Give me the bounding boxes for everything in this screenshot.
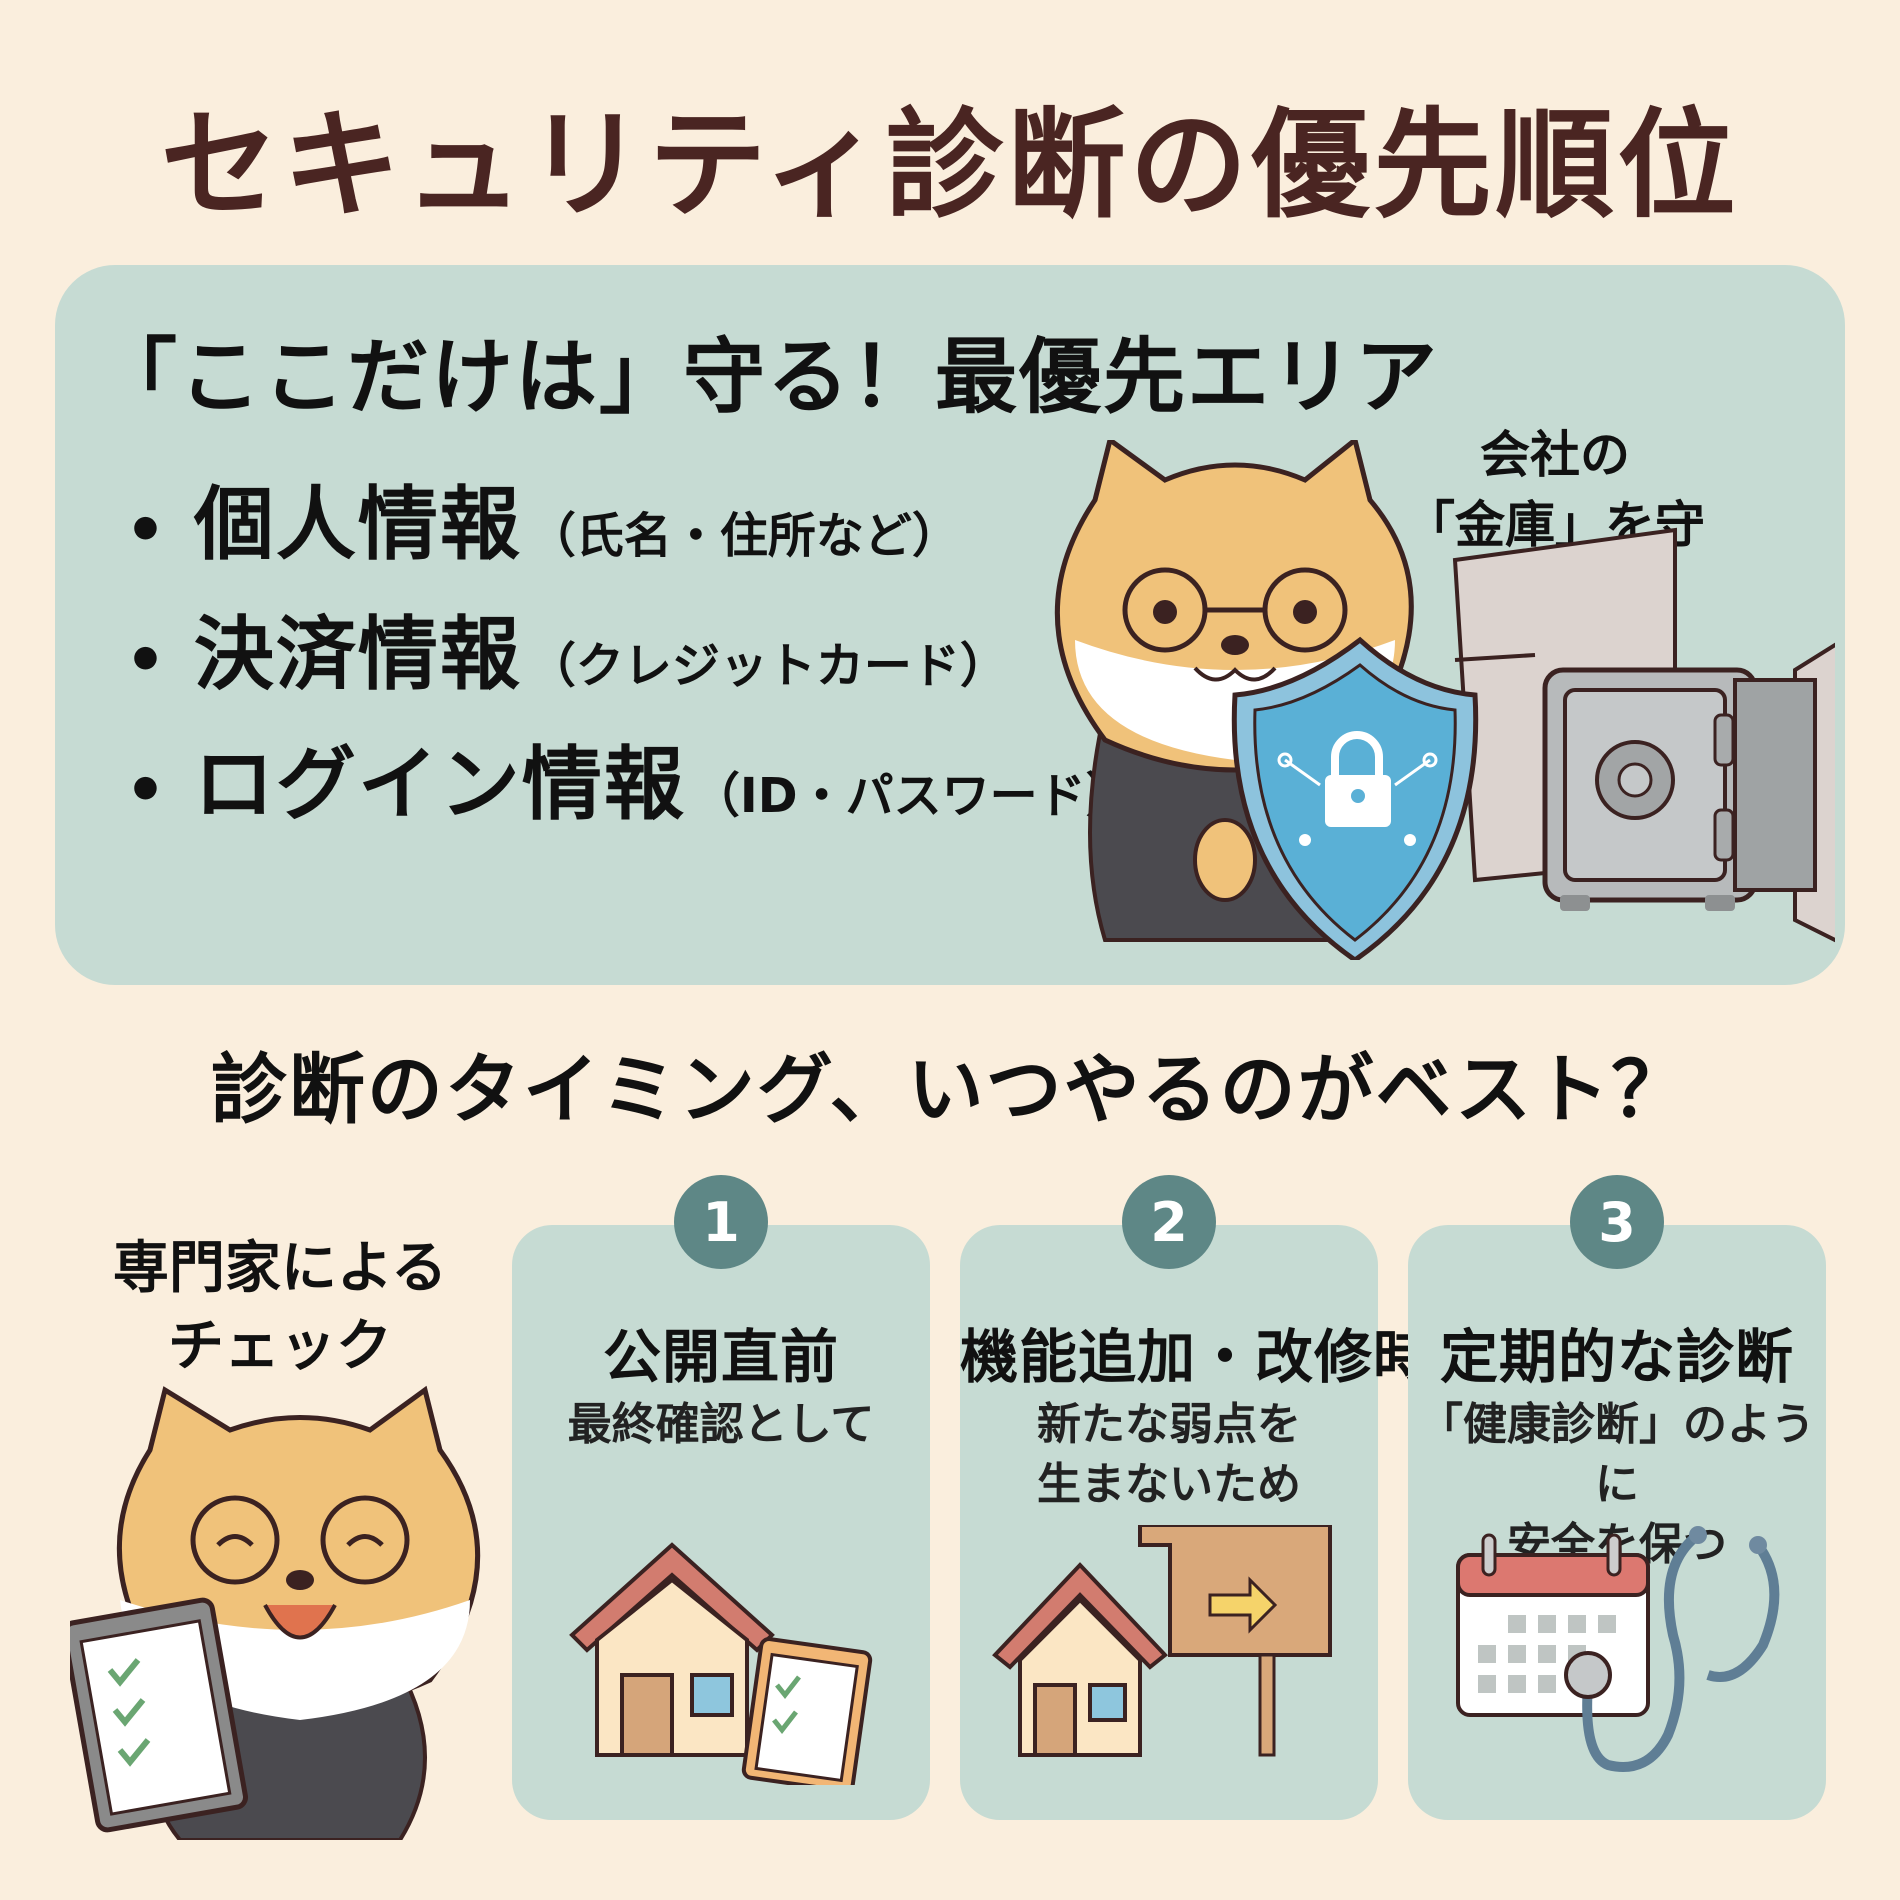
list-item: • 個人情報 （氏名・住所など） [125, 460, 1134, 590]
timing-card-1: 1 公開直前 最終確認として [512, 1175, 930, 1820]
house-extension-icon [992, 1525, 1332, 1757]
card-description-line2: 生まないため [1037, 1459, 1301, 1510]
mascot-shield-safe-illustration [1054, 440, 1835, 960]
item-label: 決済情報 [193, 608, 522, 701]
item-note: （クレジットカード） [527, 638, 1008, 694]
list-item: • ログイン情報 （ID・パスワード） [125, 720, 1134, 850]
house-clipboard-icon [569, 1542, 873, 1785]
item-note: （ID・パスワード） [691, 768, 1134, 824]
step-number-badge: 2 [1122, 1175, 1216, 1269]
expert-caption-line2: チェック [168, 1314, 392, 1379]
card-description: 新たな弱点を 生まないため [960, 1395, 1378, 1515]
shield-lock-icon [1231, 636, 1479, 960]
priority-heading: 「ここだけは」守る！最優先エリア [95, 330, 1440, 425]
card-description: 最終確認として [512, 1395, 930, 1455]
card-title: 公開直前 [602, 1323, 839, 1391]
card-description-line1: 新たな弱点を [1037, 1399, 1301, 1450]
mascot-clipboard-illustration [70, 1385, 481, 1840]
item-note: （氏名・住所など） [527, 508, 960, 564]
expert-caption: 専門家による チェック [90, 1230, 470, 1386]
item-label: ログイン情報 [193, 738, 686, 831]
clipboard-icon [70, 1597, 249, 1833]
step-number-badge: 3 [1570, 1175, 1664, 1269]
bullet-marker: • [125, 624, 166, 698]
calendar-stethoscope-icon [1456, 1526, 1780, 1772]
page-title: セキュリティ診断の優先順位 [160, 96, 1740, 234]
expert-caption-line1: 専門家による [112, 1236, 448, 1301]
safe-icon [1542, 667, 1817, 911]
priority-panel: 「ここだけは」守る！最優先エリア • 個人情報 （氏名・住所など） • 決済情報… [55, 265, 1845, 985]
list-item: • 決済情報 （クレジットカード） [125, 590, 1134, 720]
timing-card-3: 3 定期的な診断 「健康診断」のように 安全を保つ [1408, 1175, 1826, 1820]
timing-heading: 診断のタイミング、いつやるのがベスト？ [210, 1045, 1690, 1134]
card-title: 定期的な診断 [1439, 1323, 1794, 1391]
item-label: 個人情報 [193, 478, 522, 571]
card-title: 機能追加・改修時 [960, 1323, 1433, 1391]
bullet-marker: • [125, 754, 166, 828]
vault-caption-line1: 会社の [1480, 426, 1630, 484]
step-number-badge: 1 [674, 1175, 768, 1269]
card-description-line1: 「健康診断」のように [1419, 1399, 1815, 1510]
bullet-marker: • [125, 494, 166, 568]
card-description-line1: 最終確認として [567, 1399, 875, 1450]
timing-card-2: 2 機能追加・改修時 新たな弱点を 生まないため [960, 1175, 1433, 1820]
priority-list: • 個人情報 （氏名・住所など） • 決済情報 （クレジットカード） • ログイ… [125, 460, 1134, 850]
